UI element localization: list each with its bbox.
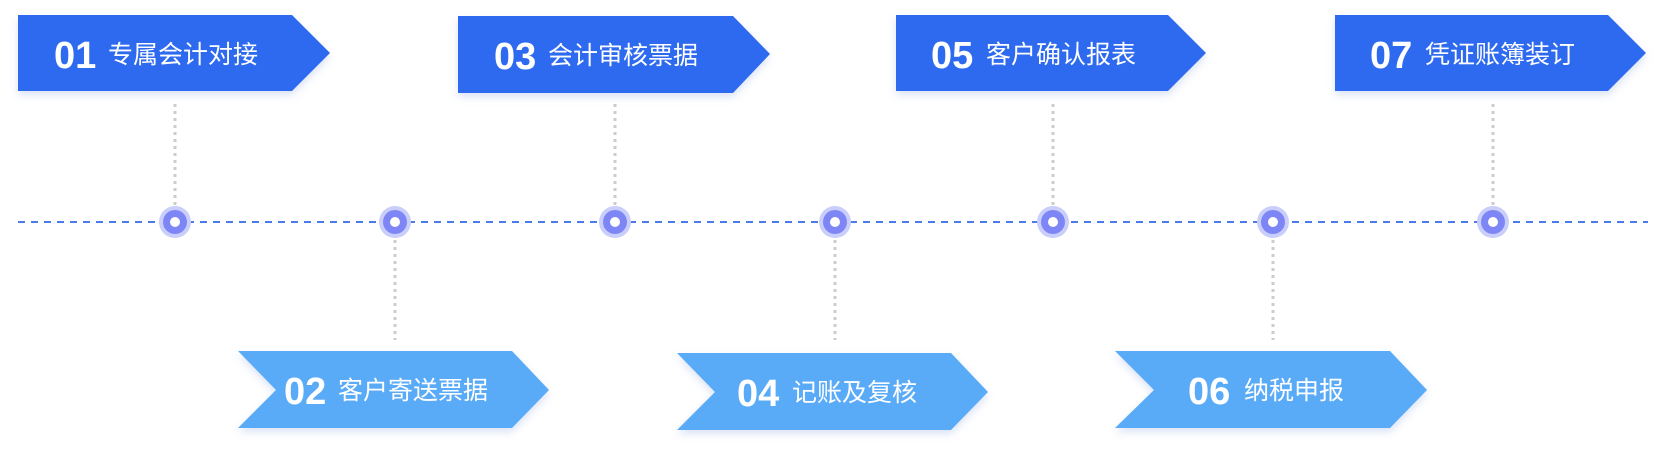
step-06-label: 纳税申报: [1244, 376, 1344, 405]
step-06-arrow: [1115, 351, 1427, 428]
node-02: [379, 206, 411, 238]
step-06-number: 06: [1188, 371, 1230, 413]
step-03-label: 会计审核票据: [548, 41, 698, 70]
step-04-label: 记账及复核: [792, 378, 917, 407]
node-05: [1037, 206, 1069, 238]
step-07-number: 07: [1370, 35, 1412, 77]
node-06: [1257, 206, 1289, 238]
connectors: [173, 104, 1495, 340]
step-05-label: 客户确认报表: [986, 40, 1136, 69]
node-07: [1477, 206, 1509, 238]
step-07-arrow: [1335, 15, 1646, 91]
step-05: 05 客户确认报表: [896, 15, 1206, 91]
step-01-label: 专属会计对接: [108, 40, 258, 69]
step-07: 07 凭证账簿装订: [1335, 15, 1646, 91]
node-04: [819, 206, 851, 238]
step-07-label: 凭证账簿装订: [1425, 40, 1575, 69]
step-05-number: 05: [931, 35, 973, 77]
node-01: [159, 206, 191, 238]
step-01: 01 专属会计对接: [18, 15, 330, 91]
step-03-number: 03: [494, 36, 536, 78]
step-01-number: 01: [54, 35, 96, 77]
step-03: 03 会计审核票据: [458, 16, 770, 93]
step-05-arrow: [896, 15, 1206, 91]
step-04-number: 04: [737, 373, 779, 415]
step-04-arrow: [677, 353, 988, 430]
step-03-arrow: [458, 16, 770, 93]
step-06: 06 纳税申报: [1115, 351, 1427, 428]
step-02-number: 02: [284, 371, 326, 413]
node-03: [599, 206, 631, 238]
step-02: 02 客户寄送票据: [238, 351, 549, 428]
step-01-arrow: [18, 15, 330, 91]
step-02-arrow: [238, 351, 549, 428]
step-04: 04 记账及复核: [677, 353, 988, 430]
nodes: [159, 206, 1509, 238]
step-02-label: 客户寄送票据: [338, 376, 488, 405]
